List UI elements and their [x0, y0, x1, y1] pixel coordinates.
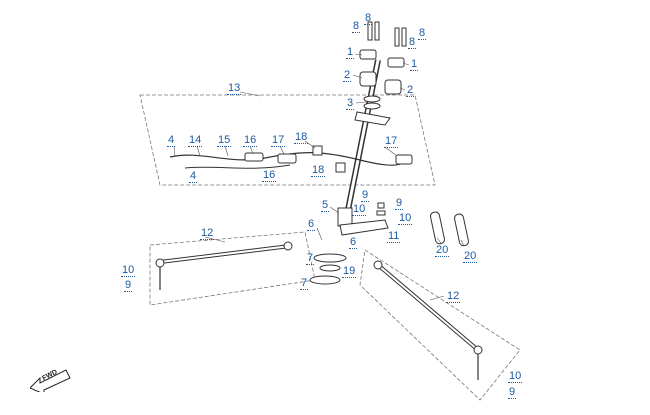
callout-12[interactable]: 12	[446, 290, 461, 303]
tie-rod-left-highlight	[159, 245, 291, 263]
washer-3-a	[363, 95, 381, 103]
bushing-2-left	[359, 71, 377, 87]
wire-harness-lower	[184, 164, 291, 169]
tie-rod-end-right-outer	[473, 345, 483, 355]
callout-10[interactable]: 10	[121, 264, 136, 277]
nut-9-upper	[377, 202, 385, 209]
bolt-8-right-a	[394, 27, 400, 47]
callout-13[interactable]: 13	[227, 82, 242, 95]
clamp-1-right	[387, 57, 405, 68]
callout-20[interactable]: 20	[435, 244, 450, 257]
clip-18-upper	[312, 145, 323, 156]
column-bracket	[354, 111, 391, 126]
callout-17[interactable]: 17	[384, 135, 399, 148]
plate-19	[319, 264, 341, 272]
nut-10-upper	[376, 210, 386, 216]
link-20-left	[430, 211, 445, 245]
callout-10[interactable]: 10	[398, 212, 413, 225]
callout-17[interactable]: 17	[271, 134, 286, 147]
callout-7[interactable]: 7	[300, 277, 309, 290]
callout-12[interactable]: 12	[200, 227, 215, 240]
callout-16[interactable]: 16	[262, 169, 277, 182]
callout-8[interactable]: 8	[408, 36, 417, 49]
switch-16	[244, 152, 264, 162]
plate-7-lower	[309, 275, 341, 285]
callout-9[interactable]: 9	[508, 386, 517, 399]
callout-20[interactable]: 20	[463, 250, 478, 263]
callout-9[interactable]: 9	[361, 189, 370, 202]
callout-2[interactable]: 2	[343, 69, 352, 82]
callout-9[interactable]: 9	[395, 197, 404, 210]
pitman-arm	[339, 219, 389, 236]
washer-3-b	[363, 102, 381, 110]
callout-4[interactable]: 4	[189, 170, 198, 183]
callout-5[interactable]: 5	[321, 199, 330, 212]
callout-14[interactable]: 14	[188, 134, 203, 147]
callout-9[interactable]: 9	[124, 279, 133, 292]
steering-column-highlight	[343, 59, 380, 226]
group-outline-right-tie-rod	[359, 249, 521, 401]
callout-3[interactable]: 3	[346, 97, 355, 110]
tie-rod-right-highlight	[377, 264, 479, 351]
bolt-8-right-b	[401, 27, 407, 47]
callout-8[interactable]: 8	[352, 20, 361, 33]
bolt-8-left-b	[374, 21, 380, 41]
wire-harness	[169, 152, 411, 166]
plate-7-upper	[313, 253, 347, 263]
callout-18[interactable]: 18	[311, 164, 326, 177]
link-20-right	[454, 213, 469, 247]
tie-rod-end-left-inner	[283, 241, 293, 251]
group-outline-13	[139, 94, 436, 186]
callout-19[interactable]: 19	[342, 265, 357, 278]
callout-8[interactable]: 8	[418, 27, 427, 40]
leader-lines	[173, 53, 465, 301]
callout-10[interactable]: 10	[508, 370, 523, 383]
forward-direction-arrow-icon	[30, 369, 71, 392]
callout-8[interactable]: 8	[364, 12, 373, 25]
callout-1[interactable]: 1	[346, 46, 355, 59]
callout-4[interactable]: 4	[167, 134, 176, 147]
callout-7[interactable]: 7	[306, 252, 315, 265]
callout-2[interactable]: 2	[406, 84, 415, 97]
tie-rod-end-right-inner	[373, 260, 383, 270]
callout-11[interactable]: 11	[387, 230, 401, 243]
callout-6[interactable]: 6	[307, 218, 316, 231]
connector-17-right	[395, 154, 413, 165]
column-bearing-5	[337, 207, 353, 227]
clip-18-lower	[335, 162, 346, 173]
bushing-2-right	[384, 79, 402, 95]
callout-18[interactable]: 18	[294, 131, 309, 144]
connector-17-left	[277, 153, 297, 164]
callout-1[interactable]: 1	[410, 58, 419, 71]
callout-15[interactable]: 15	[217, 134, 232, 147]
tie-rod-end-left-outer	[155, 258, 165, 268]
callout-10[interactable]: 10	[352, 203, 367, 216]
bolt-8-left-a	[367, 21, 373, 41]
callout-16[interactable]: 16	[243, 134, 258, 147]
clamp-1-left	[359, 49, 377, 60]
callout-6[interactable]: 6	[349, 236, 358, 249]
